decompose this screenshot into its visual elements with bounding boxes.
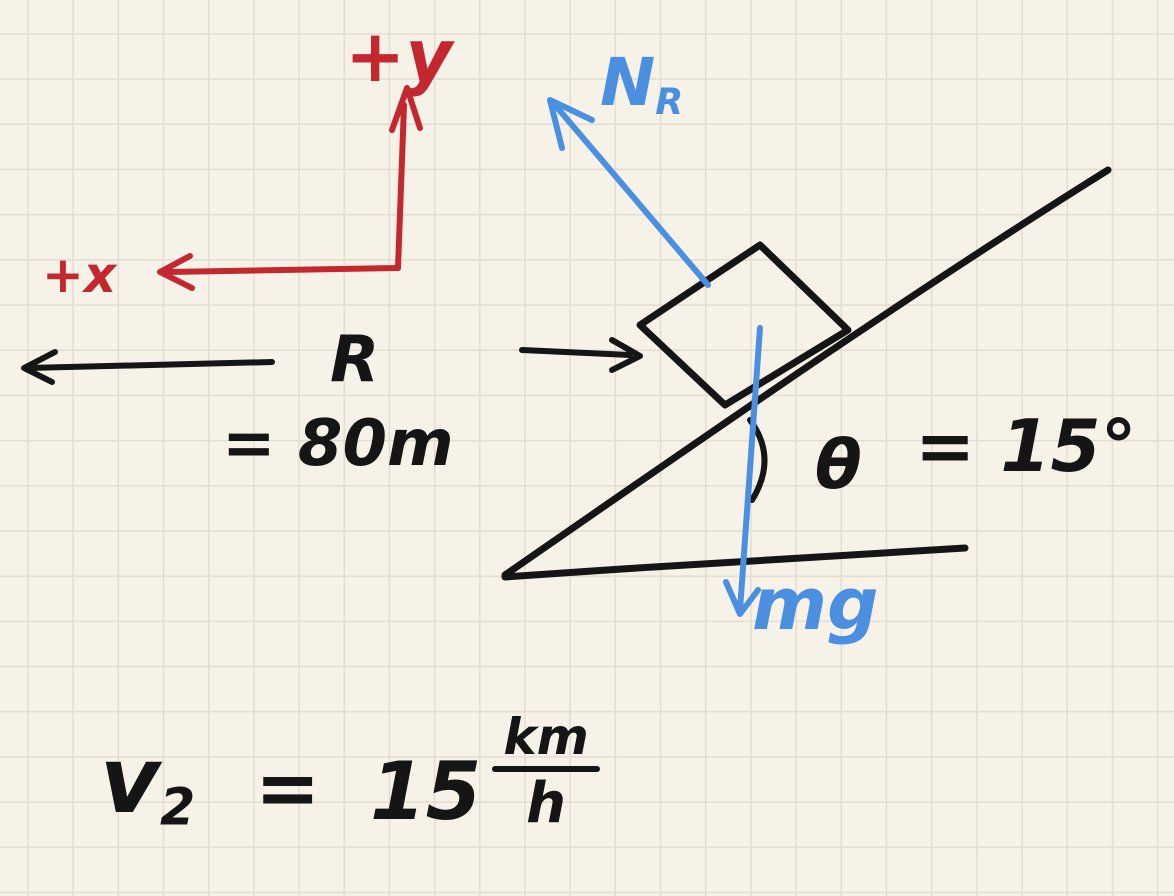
speed-unit-denominator: h (526, 771, 566, 836)
x-axis-arrow (157, 253, 401, 291)
angle-symbol: θ (815, 426, 862, 505)
incline-slope-line (501, 166, 1112, 579)
radius-value: = 80m (222, 407, 454, 481)
radius-left-arrow (21, 349, 275, 385)
normal-force-symbol: N (600, 44, 656, 121)
angle-value: = 15° (915, 404, 1137, 488)
speed-unit-fraction: km h (490, 712, 602, 832)
radius-label: R (330, 323, 380, 397)
incline-base-line (501, 544, 969, 581)
block-on-incline (636, 241, 852, 409)
normal-force-subscript: R (655, 80, 684, 124)
speed-value: 15 (370, 745, 482, 838)
speed-variable: v (100, 727, 160, 834)
weight-force-arrow (723, 325, 763, 617)
x-axis-label: +x (42, 246, 117, 304)
speed-subscript: 2 (159, 777, 196, 837)
radius-right-arrow (519, 337, 643, 373)
speed-unit-numerator: km (503, 708, 589, 766)
normal-force-arrow (547, 97, 711, 288)
fraction-bar (492, 766, 600, 772)
speed-symbol: v2 (100, 735, 195, 833)
y-axis-arrow (389, 85, 423, 271)
speed-equals: = (255, 744, 321, 834)
weight-force-label: mg (752, 562, 879, 646)
y-axis-label: +y (345, 14, 453, 98)
normal-force-label: NR (600, 50, 683, 120)
